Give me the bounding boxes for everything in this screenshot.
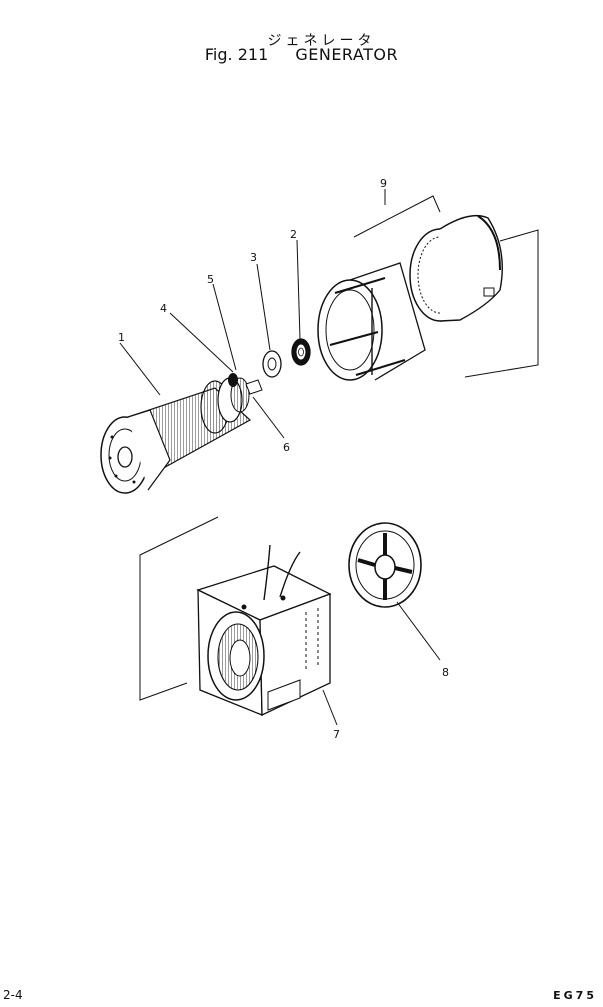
page-number: 2-4 — [3, 988, 23, 1002]
diagram-code: EG75 — [553, 989, 597, 1002]
ball-bearing — [291, 338, 311, 366]
callout-4: 4 — [160, 302, 167, 315]
figure-number: Fig. 211 — [204, 45, 269, 64]
end-plate — [348, 522, 422, 608]
callout-9: 9 — [380, 177, 387, 190]
callout-6: 6 — [283, 441, 290, 454]
japanese-title: ジェネレータ — [267, 33, 376, 49]
figure-name: GENERATOR — [295, 45, 399, 64]
bracket-cover — [409, 214, 503, 322]
figure-title: Fig. 211 GENERATOR — [0, 45, 603, 64]
leader-lines — [119, 189, 539, 726]
callout-2: 2 — [290, 228, 297, 241]
callout-5: 5 — [207, 273, 214, 286]
callout-1: 1 — [118, 331, 125, 344]
end-bracket — [317, 262, 426, 381]
rotor-assembly — [100, 373, 263, 494]
callout-8: 8 — [442, 666, 449, 679]
callout-3: 3 — [250, 251, 257, 264]
callout-7: 7 — [333, 728, 340, 741]
bearing-cover — [262, 350, 282, 378]
stator-frame — [196, 544, 332, 717]
